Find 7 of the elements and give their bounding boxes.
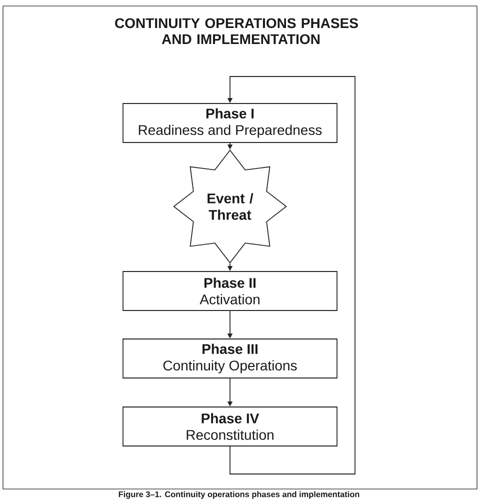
- phase-box: Phase III Continuity Operations: [122, 338, 338, 378]
- phase-box: Phase IV Reconstitution: [122, 406, 338, 446]
- phase-box: Phase II Activation: [122, 271, 338, 311]
- figure-caption: Figure 3–1. Continuity operations phases and implementation: [118, 491, 360, 499]
- diagram-title: CONTINUITY OPERATIONS PHASES AND IMPLEMENTATION: [115, 18, 358, 44]
- star-burst: Event / Threat: [173, 150, 287, 264]
- phase-box: Phase I Readiness and Preparedness: [122, 103, 338, 143]
